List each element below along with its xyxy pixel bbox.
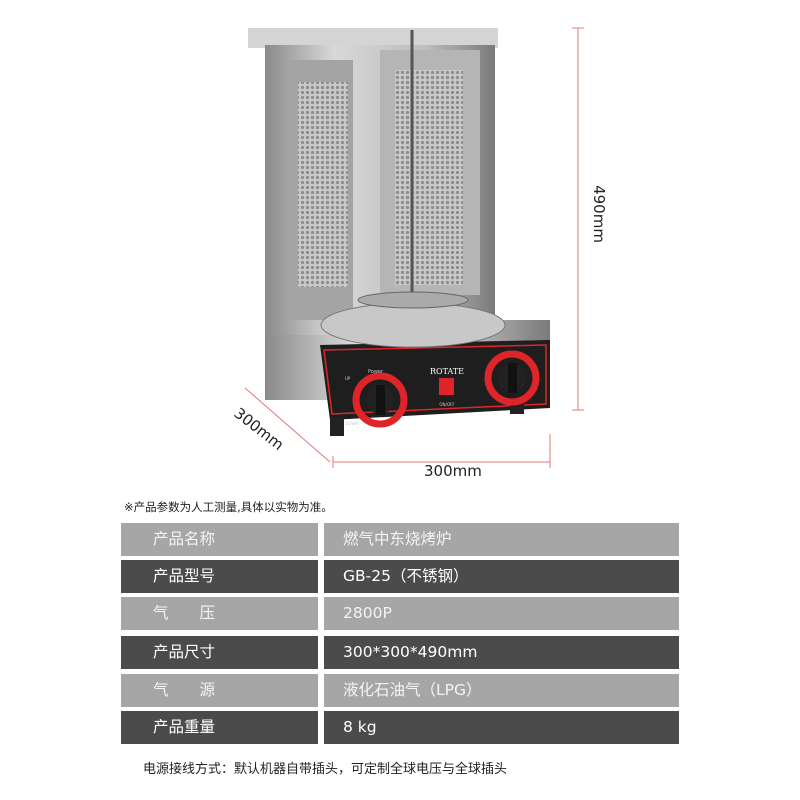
panel-title: ROTATE [430,367,464,376]
spec-row-gas-source: 气 源 液化石油气（LPG） [121,674,679,707]
spec-value: GB-25（不锈钢） [324,560,679,593]
dimension-lines [244,27,584,468]
spec-value: 2800P [324,597,679,630]
spec-label: 产品重量 [121,711,318,744]
spec-label: 产品型号 [121,560,318,593]
width-dimension-label: 300mm [424,462,482,480]
left-knob [352,372,408,428]
switch-label: ON/OFF [439,402,455,407]
on-off-switch [439,378,454,395]
height-dimension-label: 490mm [589,185,608,243]
spec-row-weight: 产品重量 8 kg [121,711,679,744]
spec-value: 燃气中东烧烤炉 [324,523,679,556]
knob-down-label: DOWN [345,421,358,426]
spec-value: 300*300*490mm [324,636,679,669]
left-burner-mesh [298,82,348,287]
spec-label: 产品尺寸 [121,636,318,669]
spec-row-pressure: 气 压 2800P [121,597,679,630]
spec-label: 气 源 [121,674,318,707]
spec-value: 液化石油气（LPG） [324,674,679,707]
rear-burner-mesh [395,70,463,285]
kebab-grill-product-image: ROTATE ON/OFF Power UP DOWN [244,27,584,468]
spec-label: 产品名称 [121,523,318,556]
spec-value: 8 kg [324,711,679,744]
spec-row-model: 产品型号 GB-25（不锈钢） [121,560,679,593]
drip-tray [320,302,506,348]
right-knob [484,350,540,406]
knob-up-label: UP [345,376,351,381]
knob-power-label: Power [368,369,384,375]
spec-row-size: 产品尺寸 300*300*490mm [121,636,679,669]
spec-row-name: 产品名称 燃气中东烧烤炉 [121,523,679,556]
spec-label: 气 压 [121,597,318,630]
power-wiring-note: 电源接线方式：默认机器自带插头，可定制全球电压与全球插头 [143,762,508,777]
measurement-note: ※产品参数为人工测量,具体以实物为准。 [124,500,333,514]
